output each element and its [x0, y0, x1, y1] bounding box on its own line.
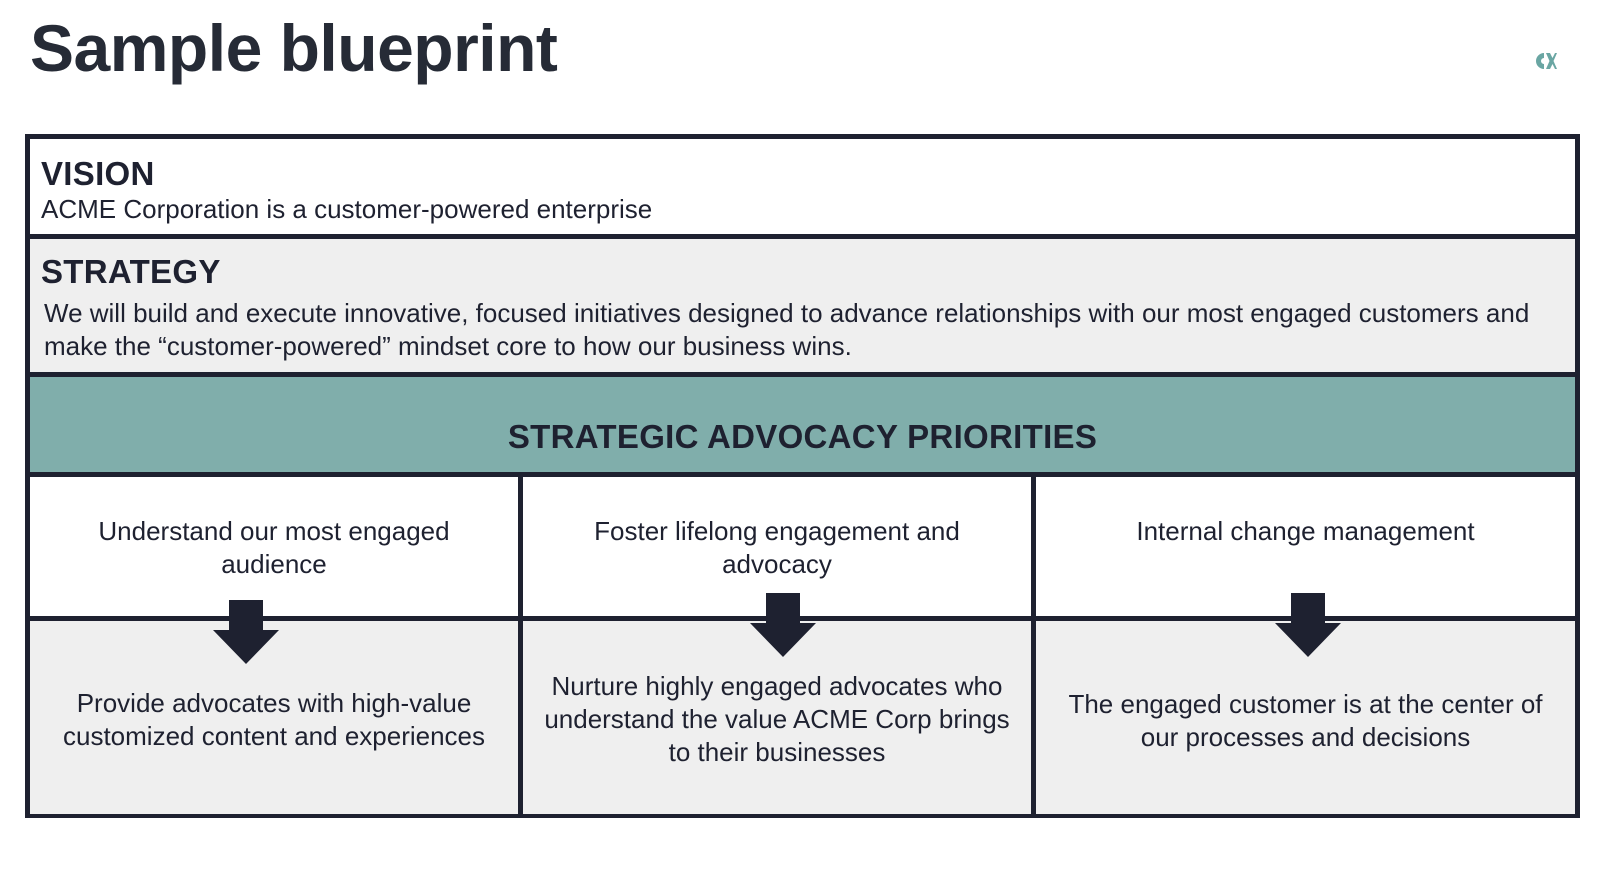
priority-label-1: Understand our most engaged audience: [98, 516, 450, 579]
strategy-heading: STRATEGY: [41, 253, 221, 290]
outcome-label-3: The engaged customer is at the center of…: [1068, 688, 1543, 752]
brand-logo-icon: [1536, 53, 1557, 69]
priorities-heading: STRATEGIC ADVOCACY PRIORITIES: [507, 418, 1098, 455]
outcome-cell-1: Provide advocates with high-value custom…: [30, 621, 518, 814]
priority-label-2: Foster lifelong engagement and advocacy: [594, 516, 960, 579]
priorities-banner: STRATEGIC ADVOCACY PRIORITIES: [30, 377, 1575, 472]
priority-cell-3: Internal change management: [1036, 477, 1575, 616]
priority-label-3: Internal change management: [1136, 516, 1475, 546]
outcome-cell-2: Nurture highly engaged advocates who und…: [523, 621, 1031, 814]
down-arrow-icon: [750, 593, 816, 657]
vision-section: VISION ACME Corporation is a customer-po…: [30, 139, 1575, 234]
page-title: Sample blueprint: [30, 11, 558, 85]
priority-cell-1: Understand our most engaged audience: [30, 477, 518, 616]
vision-text: ACME Corporation is a customer-powered e…: [41, 194, 653, 224]
outcome-label-1: Provide advocates with high-value custom…: [62, 687, 486, 751]
blueprint-table: VISION ACME Corporation is a customer-po…: [25, 134, 1580, 818]
priority-cell-2: Foster lifelong engagement and advocacy: [523, 477, 1031, 616]
strategy-text: We will build and execute innovative, fo…: [44, 298, 1530, 361]
outcome-label-2: Nurture highly engaged advocates who und…: [544, 671, 1010, 767]
down-arrow-icon: [1275, 593, 1341, 657]
strategy-section: STRATEGY We will build and execute innov…: [30, 239, 1575, 372]
vision-heading: VISION: [41, 155, 155, 192]
down-arrow-icon: [213, 600, 279, 664]
